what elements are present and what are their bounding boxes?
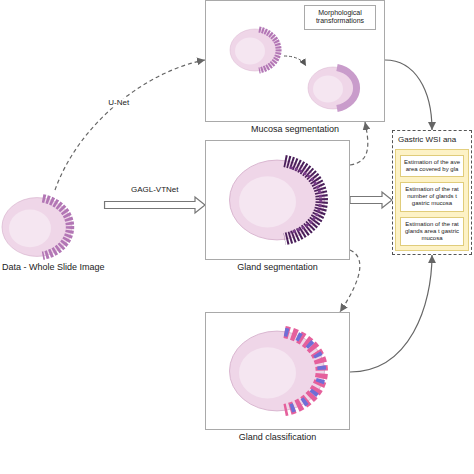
- gland-class-tissue: [230, 331, 325, 411]
- estimate-box: Estimation of the ave area covered by gl…: [400, 155, 464, 177]
- connector-arrow: [55, 60, 205, 190]
- mucosa-box: Mucosa segmentationMorphological transfo…: [205, 0, 385, 122]
- input-slide: Data - Whole Slide Image: [2, 190, 105, 273]
- box-caption: Gland classification: [206, 432, 349, 443]
- gland-seg-tissue: [230, 160, 325, 240]
- slide-tissue: [2, 198, 72, 257]
- transform-box: Morphological transformations: [304, 5, 376, 30]
- mucosa-mask: [308, 67, 358, 109]
- box-text: Morphological transformations: [308, 9, 372, 26]
- hollow-arrow: [105, 197, 205, 213]
- gland-class-box: Gland classification: [205, 312, 350, 430]
- edge-label: U-Net: [106, 98, 131, 108]
- edge-label: GAGL-VTNet: [129, 185, 181, 195]
- connector-arrow: [350, 122, 368, 165]
- connector-arrow: [385, 60, 432, 130]
- analysis-group: Gastric WSI anaEstimation of the ave are…: [392, 130, 472, 255]
- box-caption: Mucosa segmentation: [206, 124, 384, 135]
- box-text: Estimation of the rat number of glands t…: [403, 186, 461, 208]
- box-text: Estimation of the rat glands area t gast…: [403, 221, 461, 243]
- connector-arrow: [350, 255, 432, 372]
- estimate-box: Estimation of the rat number of glands t…: [400, 182, 464, 212]
- estimate-box: Estimation of the rat glands area t gast…: [400, 217, 464, 247]
- mucosa-tissue: [230, 29, 280, 71]
- gland-seg-box: Gland segmentation: [205, 140, 350, 260]
- box-caption: Gland segmentation: [206, 262, 349, 273]
- box-text: Estimation of the ave area covered by gl…: [403, 159, 461, 173]
- slide-caption: Data - Whole Slide Image: [2, 262, 105, 273]
- group-heading: Gastric WSI ana: [398, 135, 466, 145]
- transform-arrow: [284, 56, 306, 66]
- hollow-arrow: [350, 192, 392, 208]
